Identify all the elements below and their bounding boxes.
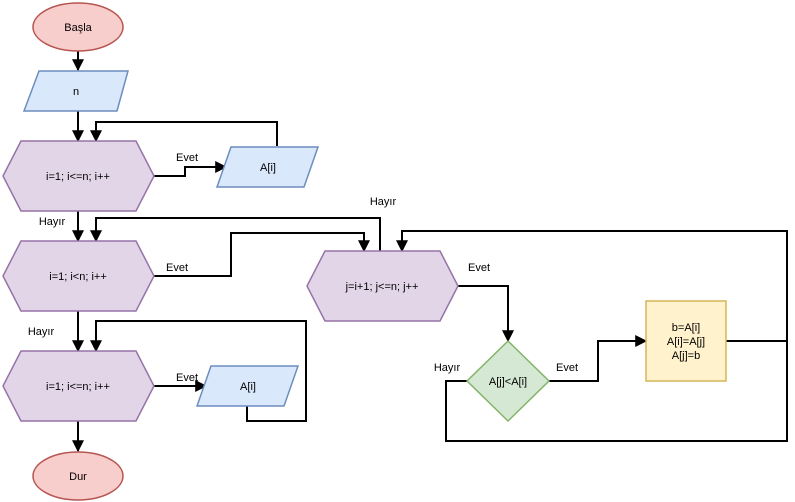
edge-label-loop2-evet: Evet [166, 262, 188, 274]
output-ai-shape [195, 365, 300, 407]
input-ai-label: A[i] [260, 162, 276, 174]
input-ai-shape [215, 146, 320, 188]
start-label: Başla [64, 22, 92, 34]
start-terminal [32, 2, 124, 52]
edge-input-ai-back [90, 121, 278, 146]
edge-label-loop1-hayir: Hayır [39, 216, 66, 228]
edge-loop3-evet [458, 285, 514, 343]
edge-label-loop3-evet: Evet [468, 262, 490, 274]
loop4-hexagon [2, 350, 155, 422]
end-label: Dur [69, 471, 87, 483]
loop4-label: i=1; i<=n; i++ [46, 381, 110, 393]
edge-label-condition-hayir: Hayır [434, 362, 461, 374]
edges [72, 51, 788, 453]
loop1-hexagon [2, 140, 155, 212]
condition-label: A[j]<A[i] [489, 376, 527, 388]
swap-line-2: A[i]=A[j] [667, 336, 705, 348]
swap-process-box [645, 300, 727, 382]
input-n-label: n [73, 86, 79, 98]
loop3-hexagon [306, 250, 459, 322]
input-n-shape [22, 70, 129, 112]
loop2-label: i=1; i<n; i++ [49, 271, 107, 283]
edge-output-back [90, 320, 307, 422]
loop2-hexagon [2, 240, 155, 312]
swap-line-1: b=A[i] [672, 322, 700, 334]
loop3-label: j=i+1; j<=n; j++ [345, 281, 419, 293]
condition-diamond [465, 339, 551, 423]
edge-label-loop4-evet: Evet [176, 372, 198, 384]
edge-condition-hayir [396, 230, 788, 442]
edge-label-loop3-hayir: Hayır [370, 196, 397, 208]
edge-label-loop2-hayir: Hayır [28, 326, 55, 338]
edge-label-condition-evet: Evet [556, 362, 578, 374]
edge-label-loop1-evet: Evet [176, 152, 198, 164]
output-ai-label: A[i] [240, 381, 256, 393]
end-terminal [32, 451, 124, 501]
edge-loop2-evet [154, 232, 370, 277]
edge-condition-evet [549, 335, 648, 382]
edge-loop1-evet [154, 161, 228, 177]
edge-loop3-hayir [90, 217, 381, 251]
swap-line-3: A[j]=b [672, 350, 700, 362]
loop1-label: i=1; i<=n; i++ [46, 171, 110, 183]
